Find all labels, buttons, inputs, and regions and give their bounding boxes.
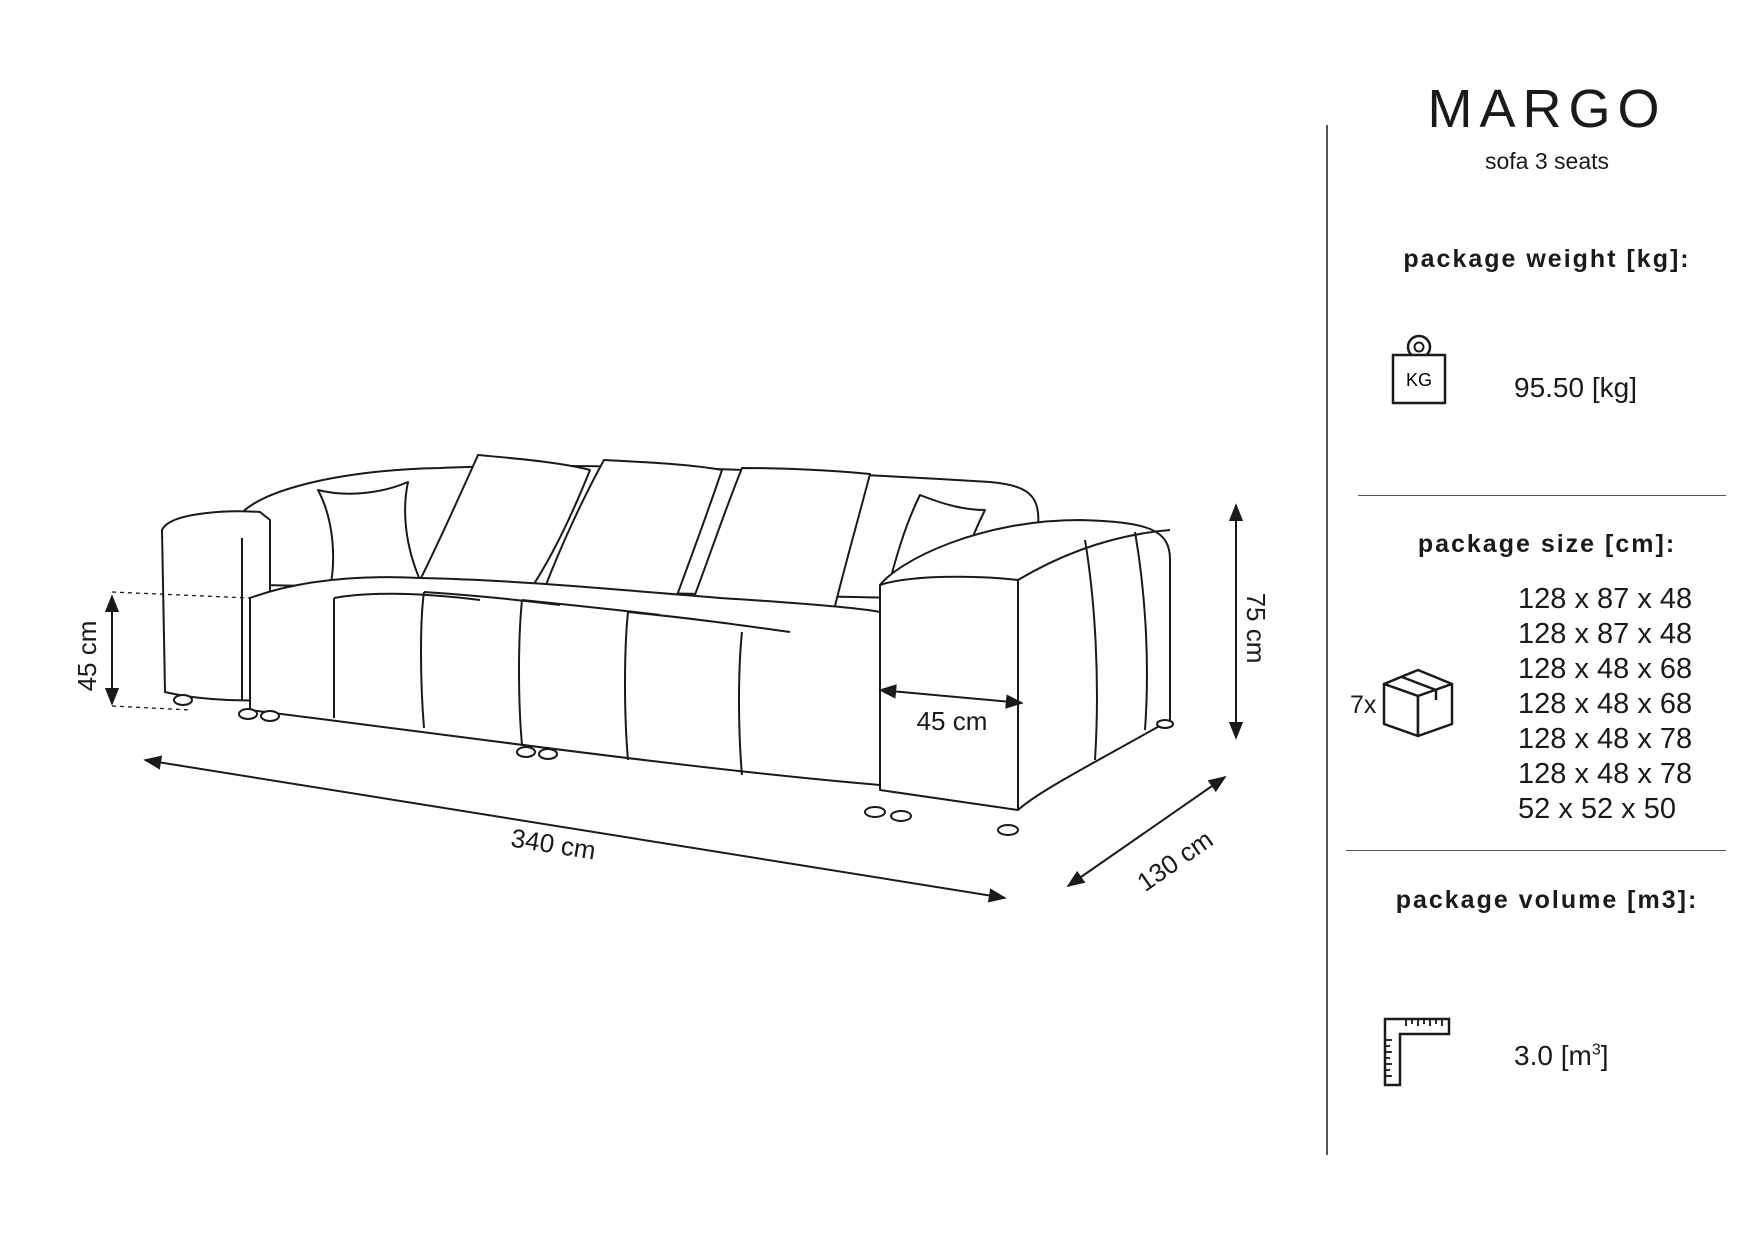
width-label: 340 cm bbox=[509, 823, 598, 866]
ruler-square-icon bbox=[1383, 1017, 1451, 1087]
package-size-item: 128 x 48 x 68 bbox=[1518, 688, 1693, 720]
seat-depth-label: 45 cm bbox=[917, 706, 988, 736]
product-name: MARGO bbox=[1427, 79, 1667, 139]
volume-suffix: ] bbox=[1600, 1040, 1609, 1071]
divider-weight-size bbox=[1358, 495, 1726, 496]
package-box-icon bbox=[1382, 668, 1454, 738]
depth-label: 130 cm bbox=[1131, 824, 1218, 897]
package-size-item: 128 x 48 x 78 bbox=[1518, 723, 1693, 755]
volume-number: 3.0 [m bbox=[1514, 1040, 1592, 1071]
package-size-item: 128 x 87 x 48 bbox=[1518, 583, 1693, 615]
panel-divider-vertical bbox=[1326, 125, 1328, 1155]
package-size-item: 128 x 48 x 68 bbox=[1518, 653, 1693, 685]
sofa-technical-drawing: 45 cm 75 cm 45 cm 340 cm 130 cm bbox=[72, 454, 1271, 903]
package-weight-value: 95.50 [kg] bbox=[1514, 372, 1637, 403]
package-volume-value: 3.0 [m3] bbox=[1514, 1040, 1609, 1072]
sofa-outline bbox=[161, 454, 1174, 836]
package-size-list: 128 x 87 x 48 128 x 87 x 48 128 x 48 x 6… bbox=[1518, 582, 1692, 827]
divider-size-volume bbox=[1346, 850, 1726, 851]
package-size-item: 52 x 52 x 50 bbox=[1518, 793, 1676, 825]
package-size-item: 128 x 48 x 78 bbox=[1518, 758, 1693, 790]
package-size-heading: package size [cm]: bbox=[1417, 530, 1677, 558]
package-volume-heading: package volume [m3]: bbox=[1395, 886, 1699, 914]
dimension-lines bbox=[104, 503, 1244, 903]
weight-kg-icon: KG bbox=[1391, 334, 1447, 405]
pillow-left bbox=[317, 481, 421, 589]
total-height-label: 75 cm bbox=[1241, 593, 1271, 664]
seat-height-label: 45 cm bbox=[72, 621, 102, 692]
package-size-item: 128 x 87 x 48 bbox=[1518, 618, 1693, 650]
weight-icon-label: KG bbox=[1406, 370, 1432, 390]
product-subtitle: sofa 3 seats bbox=[1484, 148, 1610, 174]
volume-unit-superscript: 3 bbox=[1591, 1041, 1601, 1059]
package-quantity: 7x bbox=[1350, 691, 1377, 719]
package-weight-heading: package weight [kg]: bbox=[1403, 245, 1691, 273]
